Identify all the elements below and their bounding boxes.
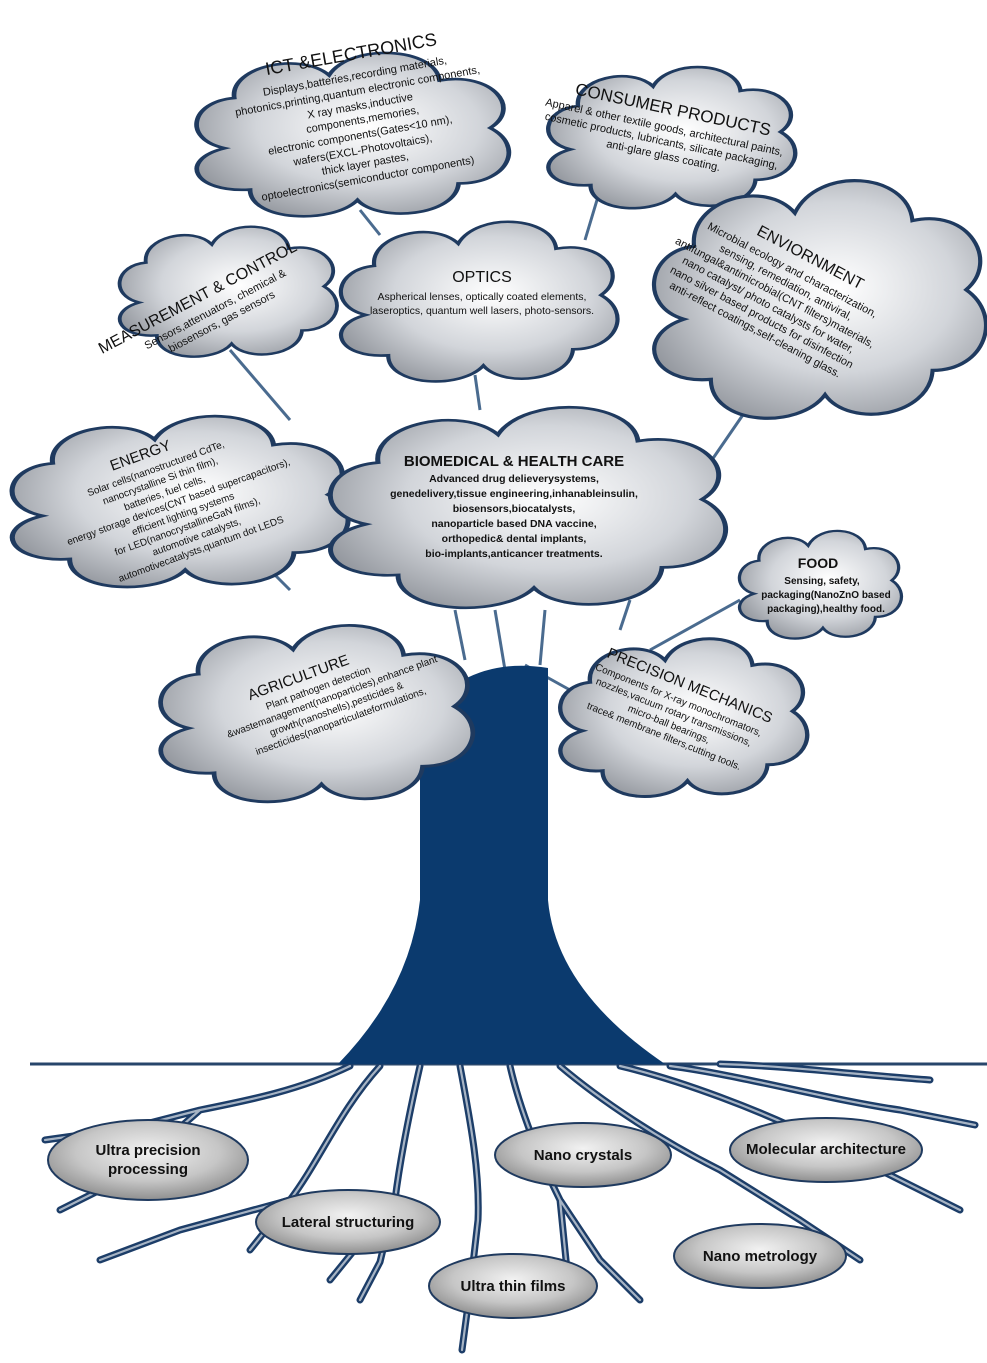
optics-line-2: laseroptics, quantum well lasers, photo-… (370, 305, 594, 317)
optics-line-1: Aspherical lenses, optically coated elem… (378, 291, 587, 303)
root-lateral-structuring: Lateral structuring (255, 1189, 441, 1255)
root-ultra-precision-line-2: processing (108, 1161, 188, 1178)
precision-text: PRECISION MECHANICS Components for X-ray… (585, 645, 775, 773)
energy-text: ENERGY Solar cells(nanostructured CdTe, … (66, 437, 292, 585)
root-molecular-label: Molecular architecture (746, 1141, 906, 1158)
tree-trunk (338, 665, 665, 1064)
food-line-3: packaging),healthy food. (767, 604, 885, 615)
root-ultra-precision-line-1: Ultra precision (95, 1142, 200, 1159)
root-lateral-label: Lateral structuring (282, 1214, 415, 1231)
root-thin-films-label: Ultra thin films (460, 1278, 565, 1295)
root-nano-crystals-label: Nano crystals (534, 1147, 632, 1164)
biomedical-title: BIOMEDICAL & HEALTH CARE (404, 453, 624, 470)
root-nano-crystals: Nano crystals (494, 1122, 672, 1188)
biomedical-line-2: genedelivery,tissue engineering,inhanabl… (390, 488, 638, 500)
root-metrology-label: Nano metrology (703, 1248, 818, 1265)
biomedical-text: BIOMEDICAL & HEALTH CARE Advanced drug d… (390, 453, 638, 560)
root-ultra-precision: Ultra precision processing (47, 1119, 249, 1201)
biomedical-line-5: orthopedic& dental implants, (442, 533, 587, 545)
biomedical-line-1: Advanced drug delieverysystems, (429, 473, 599, 485)
food-title: FOOD (798, 555, 838, 571)
biomedical-line-3: biosensors,biocatalysts, (453, 503, 576, 515)
branches (228, 189, 762, 692)
food-line-2: packaging(NanoZnO based (761, 590, 890, 601)
biomedical-line-6: bio-implants,anticancer treatments. (425, 548, 602, 560)
optics-title: OPTICS (452, 269, 512, 286)
optics-text: OPTICS Aspherical lenses, optically coat… (370, 269, 594, 317)
root-nano-metrology: Nano metrology (673, 1223, 847, 1289)
food-line-1: Sensing, safety, (784, 576, 860, 587)
biomedical-line-4: nanoparticle based DNA vaccine, (431, 518, 596, 530)
root-ultra-thin-films: Ultra thin films (428, 1253, 598, 1319)
root-molecular-architecture: Molecular architecture (729, 1117, 923, 1183)
food-text: FOOD Sensing, safety, packaging(NanoZnO … (761, 555, 890, 615)
